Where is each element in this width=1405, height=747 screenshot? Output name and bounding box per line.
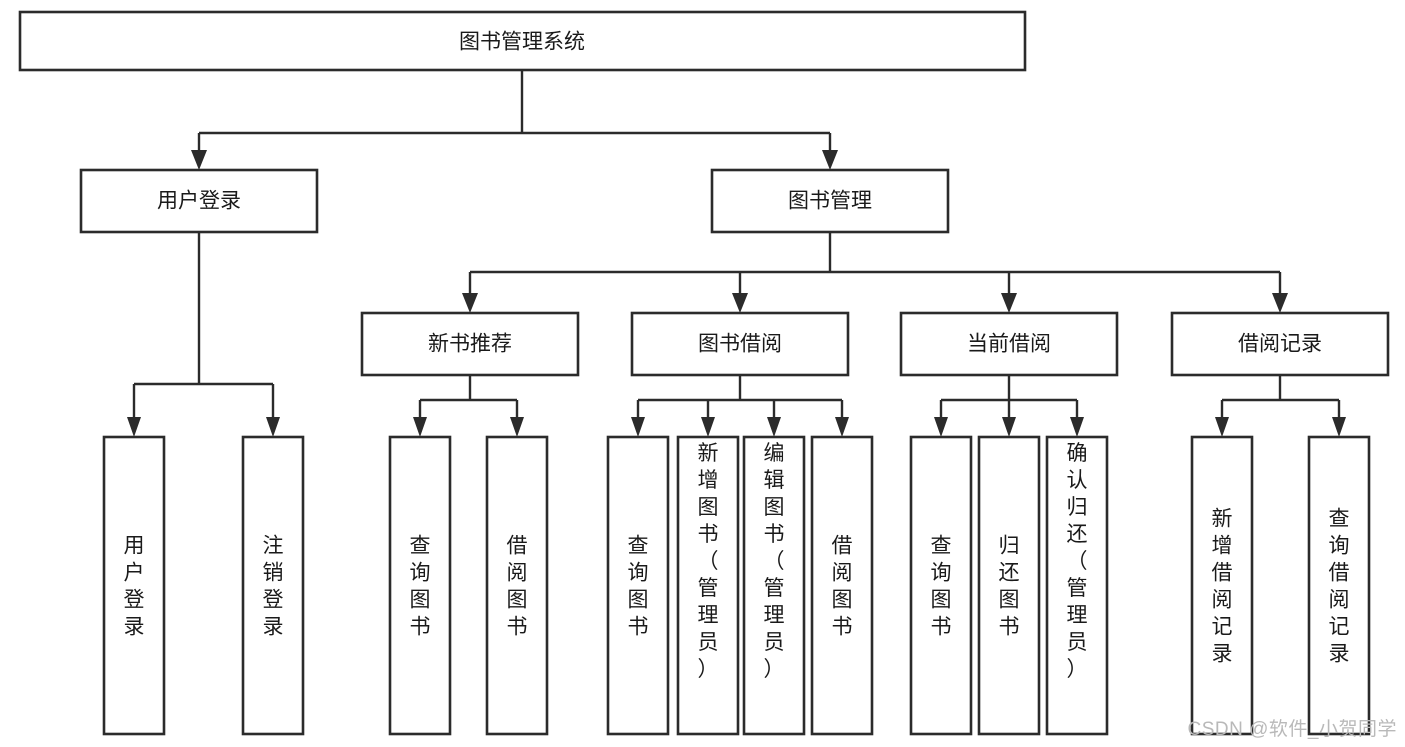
node-root-system-box[interactable] [18, 10, 1027, 72]
arrow-borrow-leaf-1 [631, 417, 645, 437]
leaf-node-query-borrow-record-label: 查询借阅记录 [1329, 508, 1350, 666]
arrow-new-book-leaf-1 [413, 417, 427, 437]
leaf-node-logout[interactable]: 注销登录 [241, 435, 305, 736]
node-user-login-label: 用户登录 [157, 190, 241, 213]
node-book-borrow[interactable]: 图书借阅 [630, 311, 850, 377]
node-book-management-box[interactable] [710, 168, 950, 234]
leaf-node-borrow-book-a-box[interactable] [485, 435, 549, 736]
leaf-node-borrow-book-b-label: 借阅图书 [832, 535, 853, 639]
leaf-node-return-book-box[interactable] [977, 435, 1041, 736]
leaf-node-add-borrow-record-box[interactable] [1190, 435, 1254, 736]
arrow-book-mgmt-borrow [732, 293, 748, 313]
node-root-system-label: 图书管理系统 [459, 31, 585, 54]
leaf-node-query-book-c-label: 查询图书 [931, 535, 952, 639]
leaf-node-query-book-b-box[interactable] [606, 435, 670, 736]
leaf-node-borrow-book-b[interactable]: 借阅图书 [810, 435, 874, 736]
node-book-management-label: 图书管理 [788, 190, 872, 213]
leaf-node-borrow-book-a[interactable]: 借阅图书 [485, 435, 549, 736]
arrow-root-to-user-login [191, 150, 207, 170]
leaf-node-borrow-book-a-label: 借阅图书 [507, 535, 528, 639]
node-book-management[interactable]: 图书管理 [710, 168, 950, 234]
node-new-book-recommend-label: 新书推荐 [428, 333, 512, 356]
leaf-node-query-book-a-box[interactable] [388, 435, 452, 736]
arrow-borrow-leaf-3 [767, 417, 781, 437]
arrow-user-login-leaf-1 [127, 417, 141, 437]
node-current-borrow[interactable]: 当前借阅 [899, 311, 1119, 377]
leaf-node-query-book-b-label: 查询图书 [628, 535, 649, 639]
leaf-node-logout-label: 注销登录 [263, 535, 284, 639]
node-book-borrow-label: 图书借阅 [698, 333, 782, 356]
leaf-node-return-book[interactable]: 归还图书 [977, 435, 1041, 736]
leaf-node-query-book-c-box[interactable] [909, 435, 973, 736]
arrow-book-mgmt-current [1001, 293, 1017, 313]
arrow-new-book-leaf-2 [510, 417, 524, 437]
leaf-node-user-login-box[interactable] [102, 435, 166, 736]
leaf-node-add-book-admin-box[interactable] [676, 435, 740, 736]
node-root-system[interactable]: 图书管理系统 [18, 10, 1027, 72]
arrow-book-mgmt-new-book [462, 293, 478, 313]
leaf-node-borrow-book-b-box[interactable] [810, 435, 874, 736]
node-borrow-record-label: 借阅记录 [1238, 333, 1322, 356]
arrow-borrow-leaf-2 [701, 417, 715, 437]
leaf-node-add-book-admin-label: 新增图书（管理员） [698, 442, 719, 681]
leaf-node-confirm-return-admin-label: 确认归还（管理员） [1067, 442, 1088, 681]
node-borrow-record-box[interactable] [1170, 311, 1390, 377]
arrow-user-login-leaf-2 [266, 417, 280, 437]
leaf-node-user-login-label: 用户登录 [124, 535, 145, 639]
leaf-node-edit-book-admin-label: 编辑图书（管理员） [764, 442, 785, 681]
node-book-borrow-box[interactable] [630, 311, 850, 377]
leaf-node-add-borrow-record-label: 新增借阅记录 [1212, 508, 1233, 666]
node-borrow-record[interactable]: 借阅记录 [1170, 311, 1390, 377]
connector-layer [127, 70, 1346, 437]
arrow-record-leaf-1 [1215, 417, 1229, 437]
leaf-node-query-borrow-record-box[interactable] [1307, 435, 1371, 736]
arrow-current-leaf-2 [1002, 417, 1016, 437]
node-new-book-recommend-box[interactable] [360, 311, 580, 377]
arrow-record-leaf-2 [1332, 417, 1346, 437]
node-user-login-box[interactable] [79, 168, 319, 234]
leaf-node-edit-book-admin-box[interactable] [742, 435, 806, 736]
leaf-node-confirm-return-admin[interactable]: 确认归还（管理员） [1045, 435, 1109, 736]
leaf-node-confirm-return-admin-box[interactable] [1045, 435, 1109, 736]
leaf-node-return-book-label: 归还图书 [999, 535, 1020, 639]
leaf-node-add-borrow-record[interactable]: 新增借阅记录 [1190, 435, 1254, 736]
leaf-node-edit-book-admin[interactable]: 编辑图书（管理员） [742, 435, 806, 736]
node-current-borrow-label: 当前借阅 [967, 333, 1051, 356]
leaf-node-user-login[interactable]: 用户登录 [102, 435, 166, 736]
leaf-node-query-book-b[interactable]: 查询图书 [606, 435, 670, 736]
arrow-root-to-book-mgmt [822, 150, 838, 170]
node-current-borrow-box[interactable] [899, 311, 1119, 377]
arrow-current-leaf-3 [1070, 417, 1084, 437]
arrow-book-mgmt-record [1272, 293, 1288, 313]
leaf-node-logout-box[interactable] [241, 435, 305, 736]
leaf-node-query-book-a[interactable]: 查询图书 [388, 435, 452, 736]
node-new-book-recommend[interactable]: 新书推荐 [360, 311, 580, 377]
leaf-node-query-book-c[interactable]: 查询图书 [909, 435, 973, 736]
leaf-node-query-book-a-label: 查询图书 [410, 535, 431, 639]
node-user-login[interactable]: 用户登录 [79, 168, 319, 234]
leaf-node-query-borrow-record[interactable]: 查询借阅记录 [1307, 435, 1371, 736]
arrow-borrow-leaf-4 [835, 417, 849, 437]
leaf-node-add-book-admin[interactable]: 新增图书（管理员） [676, 435, 740, 736]
arrow-current-leaf-1 [934, 417, 948, 437]
